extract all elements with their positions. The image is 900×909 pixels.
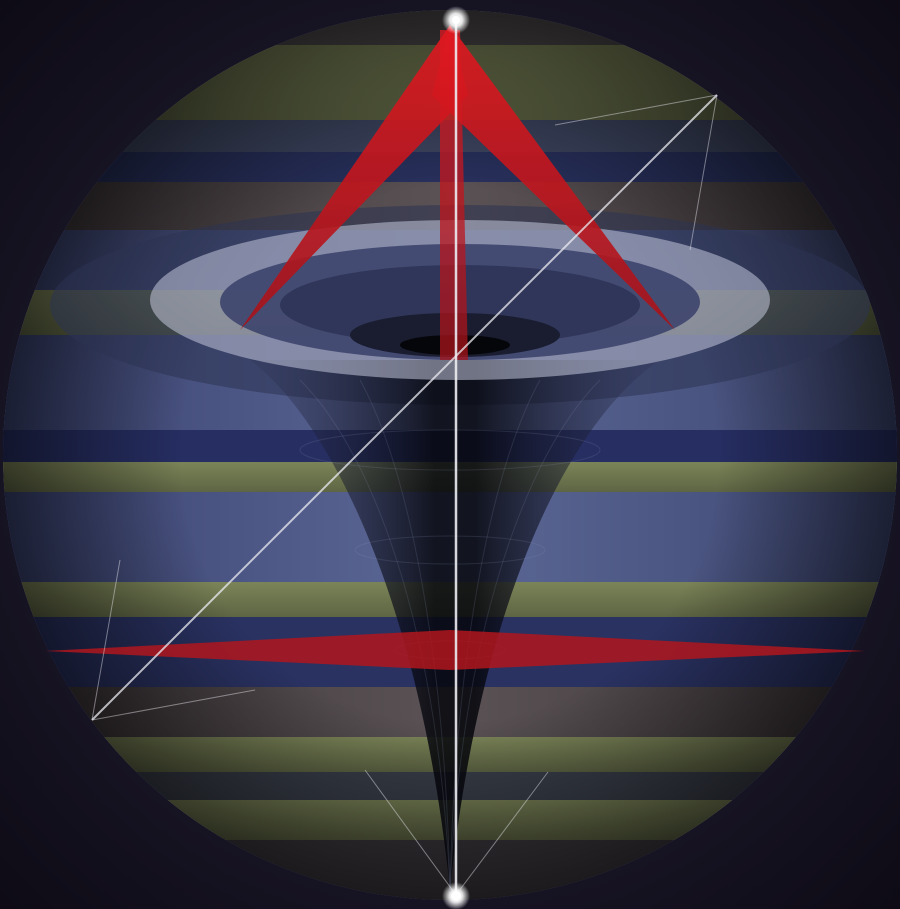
artwork-canvas	[0, 0, 900, 909]
artwork-svg	[0, 0, 900, 909]
